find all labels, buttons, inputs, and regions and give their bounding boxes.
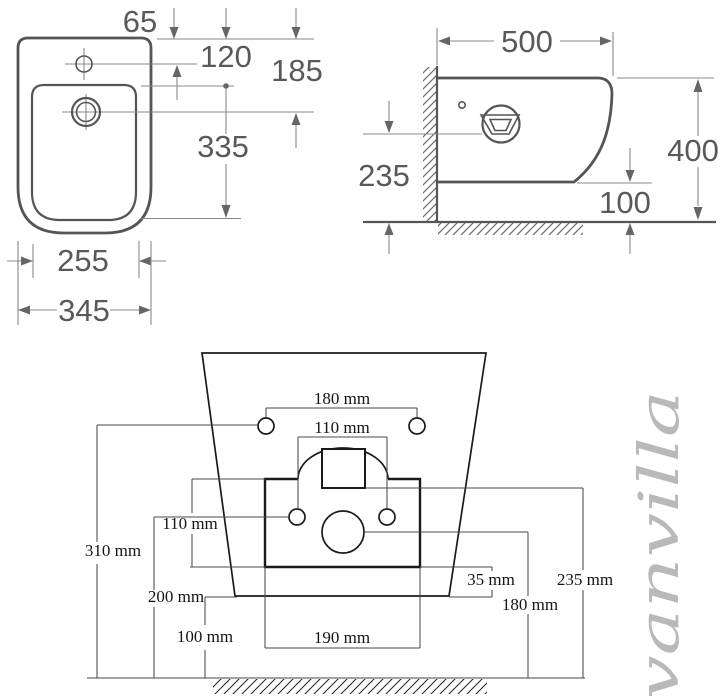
dimension-100: 100 (577, 148, 652, 254)
dimension-200: 200 mm (148, 516, 289, 678)
bidet-body-profile (437, 76, 614, 184)
brand-watermark: vanvilla (627, 390, 691, 696)
dim-label-200mm: 200 mm (148, 587, 204, 606)
drain-valve (479, 104, 521, 144)
bidet-outer-rim (16, 36, 153, 235)
dimension-190: 190 mm (264, 567, 421, 649)
floor-hatching (438, 223, 583, 235)
dim-label-500: 500 (501, 24, 553, 59)
dim-label-110mm-left: 110 mm (162, 514, 218, 533)
fixing-hole-left (257, 417, 275, 435)
inlet-hole-right (378, 508, 396, 526)
dim-label-65: 65 (123, 4, 157, 39)
dimension-120: 120 (200, 8, 252, 89)
dim-label-180mm-top: 180 mm (314, 389, 370, 408)
dimension-235: 235 (358, 101, 482, 254)
dim-label-310mm: 310 mm (85, 541, 141, 560)
fixing-hole (457, 101, 466, 110)
dimension-500: 500 (436, 24, 614, 76)
dim-label-185: 185 (271, 53, 323, 88)
dimension-255: 255 (7, 241, 166, 278)
dimension-185: 185 (271, 8, 323, 148)
dimension-180-top: 180 mm (265, 389, 418, 417)
mounting-plate (263, 477, 422, 569)
dim-label-100mm: 100 mm (177, 627, 233, 646)
dim-label-120: 120 (200, 39, 252, 74)
dimension-35: 35 mm (420, 566, 515, 598)
dim-label-180mm-right: 180 mm (502, 595, 558, 614)
rear-view-drawing: 110 mm 180 mm 110 mm 310 mm 200 mm (85, 352, 613, 694)
dimension-110-top: 110 mm (297, 418, 388, 508)
dim-label-235: 235 (358, 158, 410, 193)
dimension-110-left: 110 mm (162, 478, 265, 568)
dimension-65: 65 (123, 4, 182, 100)
dim-label-235mm-right: 235 mm (557, 570, 613, 589)
dim-label-190mm: 190 mm (314, 628, 370, 647)
top-view-drawing: 65 120 185 335 255 (7, 4, 323, 328)
fixing-hole-right (408, 417, 426, 435)
dim-label-255: 255 (57, 243, 109, 278)
dim-label-110mm-top: 110 mm (314, 418, 370, 437)
bidet-inner-bowl (30, 83, 138, 222)
dimension-400: 400 (617, 77, 719, 220)
floor-hatching (213, 679, 487, 694)
side-view-drawing: 500 235 100 400 (358, 24, 719, 254)
dimension-310: 310 mm (85, 424, 258, 678)
dimension-235-right: 235 mm (365, 487, 613, 678)
wall-hatching (423, 67, 437, 222)
dim-label-400: 400 (667, 133, 719, 168)
faucet-hole (65, 48, 197, 80)
dim-label-345: 345 (58, 293, 110, 328)
water-inlet-box (321, 448, 366, 489)
dimension-100-rear: 100 mm (177, 596, 237, 678)
spray-hole (62, 94, 314, 130)
dimension-335: 335 (140, 89, 249, 220)
dim-label-100: 100 (599, 185, 651, 220)
dimension-180-right: 180 mm (364, 531, 558, 678)
dim-label-335: 335 (197, 129, 249, 164)
dim-label-35mm: 35 mm (467, 570, 515, 589)
dimension-345: 345 (17, 241, 152, 328)
